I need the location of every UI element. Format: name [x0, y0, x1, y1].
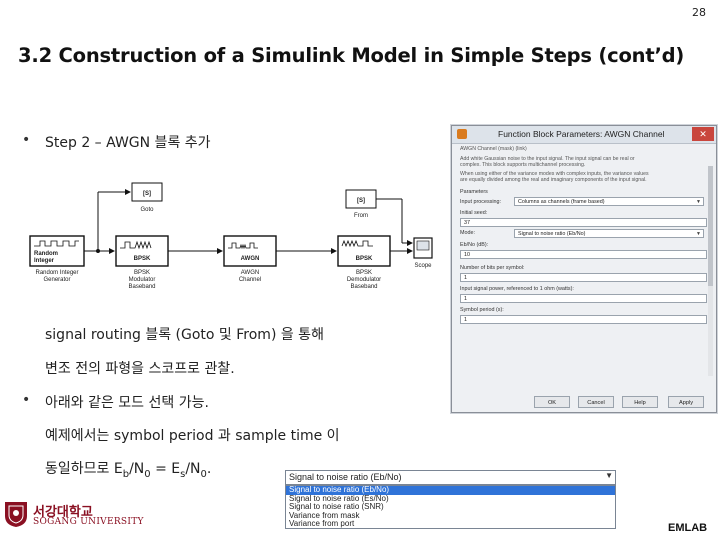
modes-mid1: /N [129, 461, 145, 477]
desc-line4: are equally divided among the real and i… [460, 177, 647, 183]
help-button[interactable]: Help [622, 396, 658, 408]
period-field[interactable]: 1 [460, 315, 707, 324]
chevron-down-icon[interactable]: ▼ [605, 471, 613, 480]
scope-block[interactable]: Scope [413, 237, 433, 269]
close-button[interactable]: ✕ [692, 127, 714, 141]
power-label: Input signal power, referenced to 1 ohm … [460, 286, 574, 292]
bpsk-mod-label2: Modulator [129, 277, 156, 283]
university-name-en: SOGANG UNIVERSITY [33, 517, 144, 527]
awgn-label1: AWGN [241, 270, 259, 276]
cancel-button[interactable]: Cancel [578, 396, 614, 408]
bpsk-demod-label3: Baseband [350, 284, 377, 290]
sub-b: b [122, 468, 130, 480]
power-field[interactable]: 1 [460, 294, 707, 303]
input-processing-label: Input processing: [460, 199, 502, 205]
sub-s: s [180, 468, 186, 480]
page-number: 28 [692, 6, 706, 19]
bits-label: Number of bits per symbol: [460, 265, 525, 271]
dropdown-option[interactable]: Variance from mask [289, 510, 360, 520]
mode-dropdown-list: Signal to noise ratio (Eb/No) Signal to … [285, 485, 616, 529]
seed-field[interactable]: 37 [460, 218, 707, 227]
modes-prefix: 동일하므로 E [45, 461, 123, 477]
from-block[interactable]: [S] From [345, 189, 377, 219]
random-integer-label1: Random Integer [35, 270, 78, 276]
period-label: Symbol period (s): [460, 307, 504, 313]
input-processing-select[interactable]: Columns as channels (frame based) ▼ [514, 197, 704, 206]
block-parameters-dialog: Function Block Parameters: AWGN Channel … [451, 125, 717, 413]
desc-line3: When using either of the variance modes … [460, 171, 649, 177]
input-processing-value: Columns as channels (frame based) [518, 199, 605, 205]
university-seal-icon [5, 502, 27, 527]
sub-0b: 0 [200, 468, 207, 480]
step2-text: Step 2 – AWGN 블록 추가 [45, 135, 211, 151]
modes-mid3: /N [185, 461, 201, 477]
dropdown-option[interactable]: Signal to noise ratio (Eb/No) [286, 485, 615, 495]
matlab-icon [457, 129, 467, 139]
section-header: AWGN Channel (mask) (link) [460, 146, 527, 152]
ebno-label: Eb/No (dB): [460, 242, 489, 248]
desc-line1: Add white Gaussian noise to the input si… [460, 156, 635, 162]
awgn-inner: AWGN [241, 256, 260, 262]
random-integer-block[interactable]: Random Integer Random Integer Generator [29, 235, 85, 283]
sub-0a: 0 [144, 468, 151, 480]
chevron-down-icon: ▼ [696, 231, 701, 237]
random-integer-inner-2: Integer [34, 258, 55, 264]
modes-line3: 동일하므로 Eb/N0 = Es/N0. [45, 458, 211, 480]
modes-end: . [206, 461, 212, 477]
goto-block[interactable]: [S] Goto [131, 182, 163, 213]
bpsk-modulator-block[interactable]: BPSK BPSK Modulator Baseband [115, 235, 169, 290]
bpsk-demod-inner: BPSK [356, 256, 373, 262]
params-header: Parameters [460, 189, 488, 195]
lab-name: EMLAB [668, 522, 708, 534]
bpsk-mod-inner: BPSK [134, 256, 151, 262]
ok-button[interactable]: OK [534, 396, 570, 408]
goto-tag: [S] [143, 191, 151, 197]
mode-dropdown[interactable]: Signal to noise ratio (Eb/No) ▼ [285, 470, 616, 485]
scope-label: Scope [414, 263, 432, 269]
dialog-titlebar[interactable]: Function Block Parameters: AWGN Channel … [452, 126, 716, 144]
chevron-down-icon: ▼ [696, 199, 701, 205]
bpsk-mod-label3: Baseband [128, 284, 155, 290]
university-name-ko: 서강대학교 [33, 505, 93, 520]
bullet-dot: • [22, 132, 31, 148]
desc-line2: complex. This block supports multichanne… [460, 162, 586, 168]
ebno-field[interactable]: 10 [460, 250, 707, 259]
mode-value: Signal to noise ratio (Eb/No) [518, 231, 586, 237]
bpsk-demod-label2: Demodulator [347, 277, 381, 283]
routing-line1: signal routing 블록 (Goto 및 From) 을 통해 [45, 327, 324, 343]
bpsk-demod-label1: BPSK [356, 270, 372, 276]
dropdown-option[interactable]: Signal to noise ratio (Es/No) [289, 493, 389, 503]
signal-wires [84, 189, 413, 254]
dropdown-option[interactable]: Variance from port [289, 519, 355, 529]
awgn-label2: Channel [239, 277, 261, 283]
dropdown-option[interactable]: Signal to noise ratio (SNR) [289, 502, 384, 512]
scroll-thumb[interactable] [708, 166, 713, 286]
modes-mid2: = E [150, 461, 181, 477]
mode-dropdown-value: Signal to noise ratio (Eb/No) [289, 472, 402, 482]
simulink-diagram: [S] Goto [S] From Random Integer Random … [29, 182, 433, 290]
seed-label: Initial seed: [460, 210, 488, 216]
from-label: From [354, 213, 368, 219]
modes-line2: 예제에서는 symbol period 과 sample time 이 [45, 428, 340, 444]
bpsk-demodulator-block[interactable]: BPSK BPSK Demodulator Baseband [337, 235, 391, 290]
random-integer-inner-1: Random [34, 251, 58, 257]
mode-select[interactable]: Signal to noise ratio (Eb/No) ▼ [514, 229, 704, 238]
dialog-scrollbar[interactable] [708, 166, 713, 376]
from-tag: [S] [357, 198, 365, 204]
bpsk-mod-label1: BPSK [134, 270, 150, 276]
awgn-block[interactable]: AWGN AWGN Channel [223, 235, 277, 283]
dialog-title: Function Block Parameters: AWGN Channel [498, 129, 665, 139]
slide-title: 3.2 Construction of a Simulink Model in … [18, 44, 685, 67]
bullet-dot: • [22, 392, 31, 408]
mode-label: Mode: [460, 230, 475, 236]
goto-label: Goto [140, 207, 154, 213]
random-integer-label2: Generator [43, 277, 70, 283]
routing-line2: 변조 전의 파형을 스코프로 관찰. [45, 361, 235, 377]
modes-line1: 아래와 같은 모드 선택 가능. [45, 395, 209, 411]
bits-field[interactable]: 1 [460, 273, 707, 282]
apply-button[interactable]: Apply [668, 396, 704, 408]
